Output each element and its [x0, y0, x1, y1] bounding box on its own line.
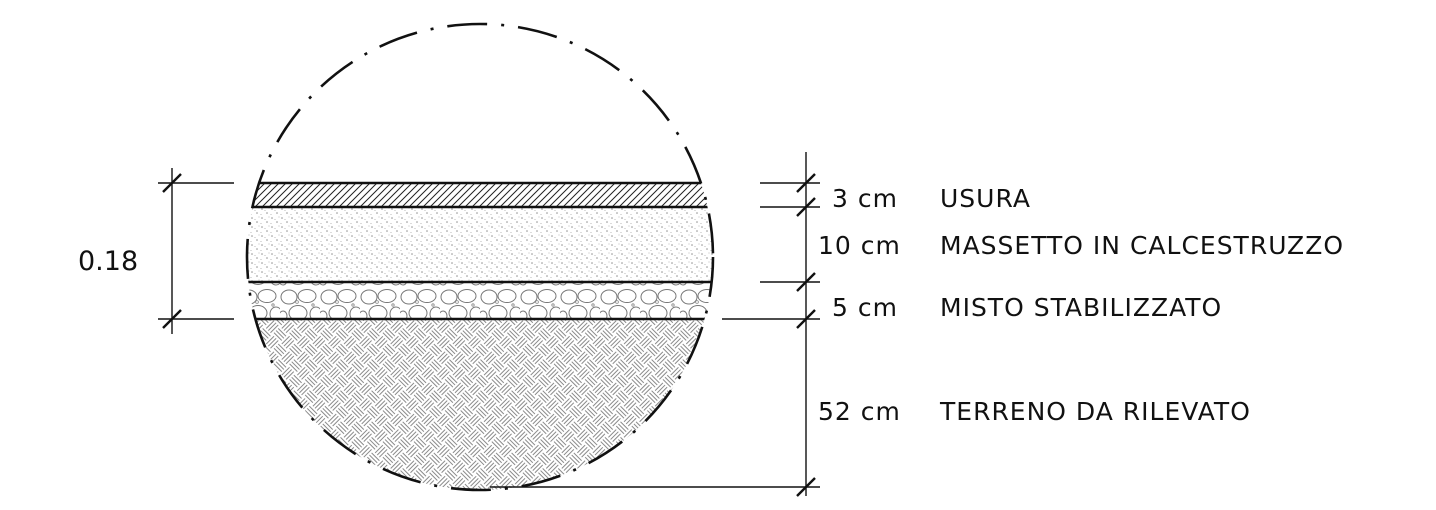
dimension-tick	[796, 173, 816, 193]
layer-name-label: MASSETTO IN CALCESTRUZZO	[940, 231, 1344, 260]
layer-thickness-label: 5 cm	[832, 293, 898, 322]
layer-thickness-label: 3 cm	[832, 184, 898, 213]
diagonal-hatch-pattern	[247, 183, 713, 207]
concrete-stipple-pattern	[247, 207, 713, 282]
layer-dimension-chain	[490, 152, 820, 497]
dimension-tick	[162, 309, 182, 329]
gravel-pattern	[247, 282, 713, 319]
layer-fills	[247, 181, 713, 490]
overall-dimension-label: 0.18	[78, 246, 138, 277]
dimension-tick	[796, 197, 816, 217]
dimension-tick	[796, 477, 816, 497]
overall-dimension: 0.18	[78, 168, 234, 334]
layer-name-label: USURA	[940, 184, 1031, 213]
layer-thickness-label: 10 cm	[818, 231, 901, 260]
dimension-tick	[796, 309, 816, 329]
dimension-tick	[796, 272, 816, 292]
dimension-tick	[162, 173, 182, 193]
layer-thickness-label: 52 cm	[818, 397, 901, 426]
layer-labels: 3 cm USURA 10 cm MASSETTO IN CALCESTRUZZ…	[818, 184, 1344, 426]
layer-name-label: TERRENO DA RILEVATO	[939, 397, 1251, 426]
layer-name-label: MISTO STABILIZZATO	[940, 293, 1222, 322]
detail-circle-boundary	[245, 22, 715, 492]
